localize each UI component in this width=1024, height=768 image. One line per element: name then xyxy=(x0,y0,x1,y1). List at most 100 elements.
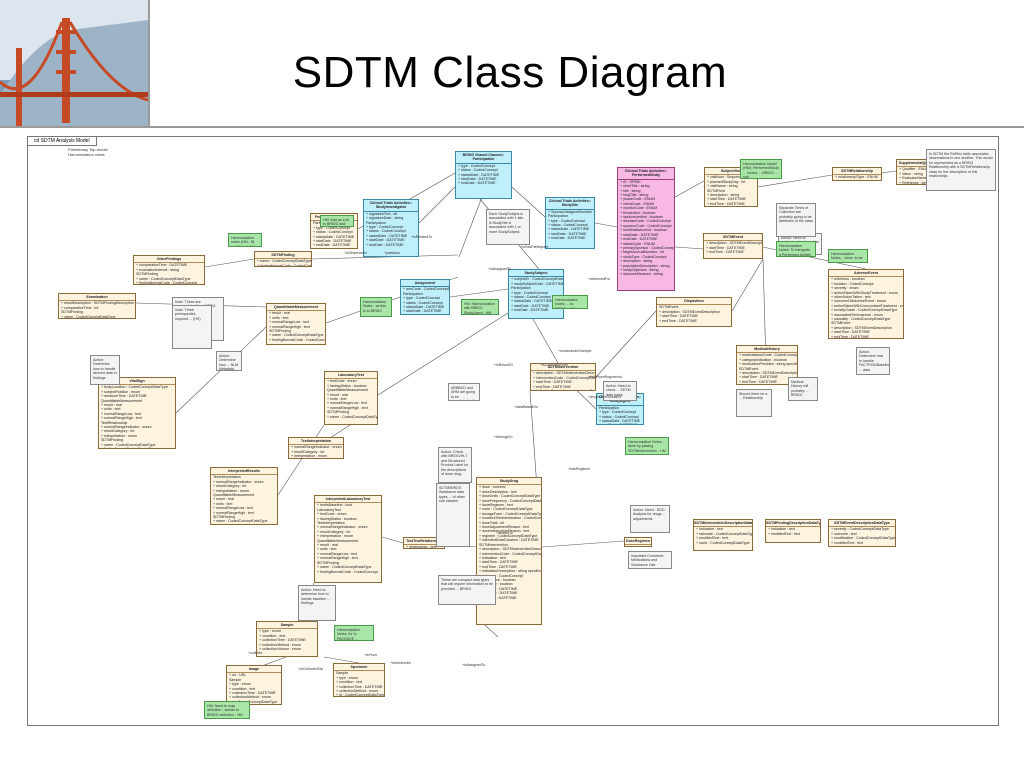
uml-class-attribute: + ID : SPBID xyxy=(620,179,641,184)
uml-class-box[interactable]: StudySubject+ subjectID : CodedConceptDa… xyxy=(508,269,564,319)
uml-note[interactable]: Action: Need to check ... SDTM data type… xyxy=(603,381,637,401)
uml-class-box[interactable]: SDTMEventDescriptionDataType+ severity :… xyxy=(828,519,896,547)
uml-note[interactable]: Action: Determine how ... NLM Metadata u… xyxy=(216,351,242,371)
uml-note[interactable]: Important Comment: Medications and Subst… xyxy=(628,551,672,569)
association-line xyxy=(731,258,764,312)
uml-class-attribute: + bodyLocation : CodedConceptDataType xyxy=(101,385,168,390)
uml-class-attribute: + subjectPosition : enum xyxy=(101,389,141,394)
uml-class-attribute: + testCode : enum xyxy=(327,379,357,384)
uml-class-attribute: + status : CodedConcept xyxy=(403,300,443,305)
uml-note[interactable]: In SDTM the RelRec table associates obse… xyxy=(926,149,996,191)
uml-note[interactable]: Separate Times of Collection are probabl… xyxy=(776,203,816,237)
uml-class-attribute: + title : string xyxy=(620,188,641,193)
uml-note[interactable]: Harmonization Notes - done by placing SD… xyxy=(625,437,669,455)
uml-class-box[interactable]: DoseRegimen xyxy=(624,537,652,547)
uml-class-box[interactable]: VitalSign+ bodyLocation : CodedConceptDa… xyxy=(98,377,176,449)
uml-class-attribute: SDTMEvent xyxy=(739,366,759,371)
uml-note[interactable]: Harmonization Model (HM): PerformedStudy… xyxy=(740,159,782,179)
uml-class-attribute: + endTime : DATETIME xyxy=(707,201,745,206)
uml-class-attribute: + statusDate : DATETIME xyxy=(458,172,500,177)
uml-note[interactable]: Action: Need to determine how to handle … xyxy=(298,585,336,621)
uml-note[interactable]: Should there be a ... Relationship xyxy=(736,389,772,417)
uml-note[interactable]: HM: Add as a fix to BRIDG and Harm... pa… xyxy=(320,215,354,227)
uml-class-box[interactable]: MedicalHistory+ medicalIssueCode : Coded… xyxy=(736,345,798,385)
uml-class-attribute: + intentCode : ENUM xyxy=(620,201,655,206)
uml-note[interactable]: ARBBCD and ARM are going to be associate… xyxy=(448,383,480,401)
uml-class-box[interactable]: Assignment+ armCode : CodedConceptDataTy… xyxy=(400,279,450,315)
association-line xyxy=(204,258,255,268)
uml-class-attribute: + normalRangeIndicator : enum xyxy=(317,525,368,530)
uml-class-box[interactable]: SDTMFindingDescriptionDataType+ indicati… xyxy=(765,519,821,543)
uml-note[interactable]: Harmonization Notes: To intergrate a Per… xyxy=(776,241,816,257)
uml-note[interactable]: HM: Harmonization with BRIDG StudyAgent … xyxy=(461,299,499,315)
uml-class-box[interactable]: QuantifiableMeasurement+ result : real+ … xyxy=(266,303,326,345)
uml-class-name: BRIDG Shared Classes:: Participation xyxy=(456,152,511,164)
uml-note[interactable]: Harmonization notes (HM - fill in) Clini… xyxy=(228,233,262,247)
uml-class-attribute: + statusDate : DATETIME xyxy=(599,419,641,424)
uml-class-attribute: + medicalIssueCode : CodedConceptDataTyp… xyxy=(739,353,798,358)
uml-class-box[interactable]: SDTMIntervention+ description : SDTMInte… xyxy=(530,363,596,391)
uml-diagram-frame[interactable]: cd SDTM Analysis Model Preliminary Top-m… xyxy=(27,136,999,726)
uml-class-name: SDTMRelationship xyxy=(833,168,881,176)
uml-class-box[interactable]: Clinical Trials Activities:: StudyInvest… xyxy=(363,199,419,257)
uml-note[interactable]: Action: Need - DDD Analysis for drugs ..… xyxy=(630,505,670,533)
uml-class-attribute: + modification : CodedConceptDataType xyxy=(831,536,896,541)
uml-class-attribute: + description : SDTMEventDescription xyxy=(831,325,892,330)
uml-note[interactable]: Note: Three prerequisites required ... (… xyxy=(172,305,212,349)
uml-class-attribute: + resultCategory : int xyxy=(101,429,135,434)
uml-class-attribute: + Value : string xyxy=(899,171,923,176)
uml-class-attribute: + uri : URL xyxy=(229,673,247,678)
uml-class-box[interactable]: AdverseEvent+ isSerious : boolean+ locat… xyxy=(828,269,904,339)
uml-class-attribute: + result : real xyxy=(317,543,338,548)
uml-class-attribute: + findingNormalCode : CodedConcept xyxy=(136,281,197,285)
uml-class-box[interactable]: OtherFindings+ comparativeTime : DATETIM… xyxy=(133,255,205,285)
uml-note[interactable]: Harmonization Notes - as this is to BRID… xyxy=(360,297,392,317)
uml-class-box[interactable]: Sample+ type : enum+ condition : text+ c… xyxy=(256,621,318,657)
uml-class-attribute: + sponsorCode : CodedConcept xyxy=(620,223,672,228)
uml-note[interactable]: Medical History will probably ... BRIDG xyxy=(788,377,818,401)
uml-class-attribute: + startDate : DATETIME xyxy=(479,591,518,596)
uml-class-attribute: + type : enum xyxy=(336,675,358,680)
uml-class-box[interactable]: SDTMFinding+ name : CodedConceptDataType… xyxy=(254,251,312,267)
uml-note[interactable]: SDTM/BRIDG Substance data types ... of o… xyxy=(436,483,470,547)
uml-class-box[interactable]: SubjectVisit+ visitNum : SequenceNum+ pl… xyxy=(704,167,758,207)
uml-class-box[interactable]: SDTMInterventionDescriptionDataType+ ind… xyxy=(693,519,753,551)
association-role-label: +forWhomRegimenIs xyxy=(588,375,622,379)
uml-class-attribute: + findingNormalCode : CodedConcept xyxy=(211,524,277,525)
uml-note[interactable]: HM: Need to map definition - similar to … xyxy=(204,701,250,719)
uml-note[interactable]: Action: Check with BRIDG/HL7 and Structu… xyxy=(438,447,472,483)
uml-class-box[interactable]: BRIDG Shared Classes:: Participation+ ty… xyxy=(455,151,512,199)
uml-class-box[interactable]: Clinical Trials Activities:: StudySite+ … xyxy=(545,197,595,249)
uml-class-attribute: + name : CodedConceptDataType xyxy=(213,519,268,524)
uml-class-name: SupplementalQualifiers xyxy=(897,160,941,168)
uml-class-attribute: + actionTakenWithStudyTreatment : enum xyxy=(831,290,898,295)
uml-class-box[interactable]: InterpretedLaboratoryTest+ testIsBaselin… xyxy=(314,495,382,583)
uml-class-attribute: + type : CodedConcept xyxy=(511,290,548,295)
uml-class-box[interactable]: TestTestRelationship+ relationship : tex… xyxy=(403,537,445,549)
uml-class-box[interactable]: LaboratoryTest+ testCode : enum+ fasting… xyxy=(324,371,378,425)
uml-class-box[interactable]: Clinical Trials Activities:: PerformedSt… xyxy=(617,167,675,291)
uml-class-attribute: + startTime : DATETIME xyxy=(479,560,518,565)
uml-class-name: Disposition xyxy=(657,298,731,306)
uml-class-attribute: + doseRegimen : text xyxy=(479,503,514,508)
uml-note[interactable]: Harmonization Notes: - done, to be moved… xyxy=(828,249,868,263)
uml-note[interactable]: These are compact data types that will r… xyxy=(438,575,496,605)
uml-class-box[interactable]: SDTMRelationship+ relationshipType : ENU… xyxy=(832,167,882,181)
uml-class-name: StudySubject xyxy=(509,270,563,278)
uml-class-box[interactable]: TestInterpretation+ normalRangeIndicator… xyxy=(288,437,344,459)
uml-note[interactable]: Each StudySubject is associated with 1 s… xyxy=(486,209,530,245)
page-title: SDTM Class Diagram xyxy=(292,48,728,97)
uml-note[interactable]: Harmonization Notes: ... to BRIDG - HM xyxy=(552,295,588,309)
uml-class-box[interactable]: SDTMEvent+ description : SDTMEventDescri… xyxy=(703,233,763,259)
uml-class-box[interactable]: Examination+ resultDescription : SDTMFin… xyxy=(58,293,136,319)
uml-note[interactable]: Action: Determine how to handle FACTFIND… xyxy=(856,347,890,375)
uml-class-attribute: + units : text xyxy=(327,397,347,402)
uml-note[interactable]: Action: Determine how to handle derived … xyxy=(90,355,120,385)
uml-note[interactable]: Harmonization Notes: for to PACKAGE ... … xyxy=(334,625,374,641)
uml-class-attribute: + type : enum xyxy=(259,629,281,634)
uml-class-attribute: + severity : CodedConceptDataType xyxy=(831,527,889,532)
